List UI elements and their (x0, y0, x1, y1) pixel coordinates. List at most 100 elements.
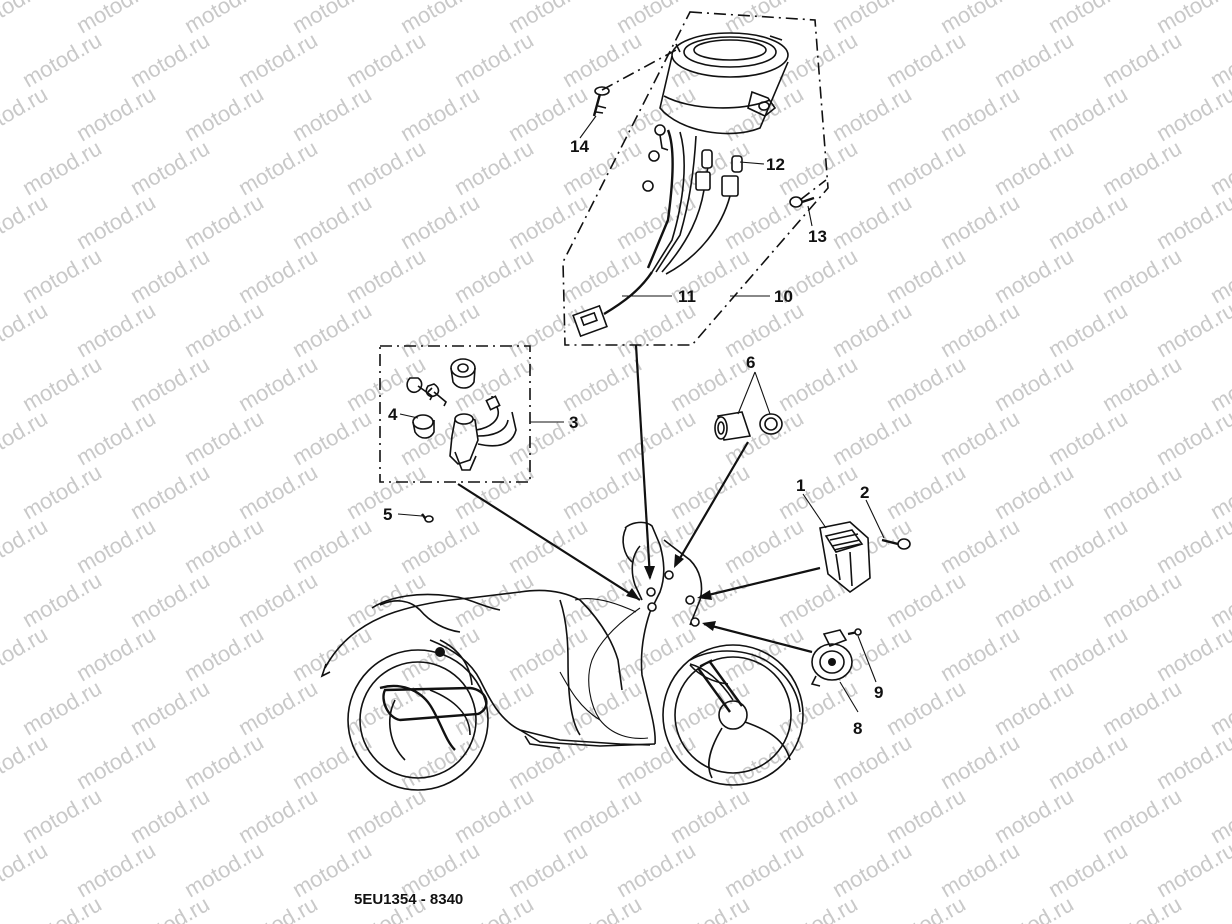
front-wheel (662, 644, 804, 786)
watermark-text: motod.ru (1098, 567, 1186, 632)
watermark-text: motod.ru (126, 351, 214, 416)
watermark-text: motod.ru (612, 837, 700, 902)
watermark-text: motod.ru (882, 135, 970, 200)
rear-wheel (347, 639, 489, 791)
watermark-text: motod.ru (558, 243, 646, 308)
watermark-text: motod.ru (18, 243, 106, 308)
watermark-text: motod.ru (1044, 837, 1132, 902)
watermark-text: motod.ru (1044, 189, 1132, 254)
meter-assembly-group (562, 11, 829, 346)
watermark-text: motod.ru (72, 81, 160, 146)
watermark-text: motod.ru (0, 621, 52, 686)
watermark-text: motod.ru (882, 459, 970, 524)
bulb-socket-6 (714, 411, 783, 441)
watermark-text: motod.ru (234, 27, 322, 92)
watermark-text: motod.ru (882, 567, 970, 632)
watermark-text: motod.ru (18, 351, 106, 416)
watermark-text: motod.ru (774, 891, 862, 924)
watermark-text: motod.ru (612, 189, 700, 254)
watermark-text: motod.ru (234, 783, 322, 848)
watermark-text: motod.ru (18, 459, 106, 524)
watermark-text: motod.ru (1098, 351, 1186, 416)
watermark-text: motod.ru (774, 459, 862, 524)
watermark-text: motod.ru (882, 351, 970, 416)
watermark-text: motod.ru (936, 729, 1024, 794)
watermark-text: motod.ru (1206, 891, 1232, 924)
screw-5 (421, 513, 434, 523)
watermark-text: motod.ru (288, 513, 376, 578)
callout-10: 10 (774, 287, 793, 306)
meter-dashed-outline (562, 11, 829, 346)
watermark-text: motod.ru (72, 621, 160, 686)
watermark-text: motod.ru (342, 567, 430, 632)
watermark-text: motod.ru (936, 837, 1024, 902)
watermark-text: motod.ru (558, 351, 646, 416)
watermark-text: motod.ru (1044, 729, 1132, 794)
watermark-text: motod.ru (396, 189, 484, 254)
watermark-text: motod.ru (666, 459, 754, 524)
watermark-text: motod.ru (774, 351, 862, 416)
watermark-text: motod.ru (990, 567, 1078, 632)
watermark-text: motod.ru (180, 297, 268, 362)
watermark-text: motod.ru (1098, 783, 1186, 848)
watermark-text: motod.ru (828, 189, 916, 254)
ignition-kit-group (379, 345, 531, 483)
watermark-text: motod.ru (288, 189, 376, 254)
regulator-1 (819, 521, 871, 594)
watermark-text: motod.ru (558, 459, 646, 524)
watermark-text: motod.ru (504, 189, 592, 254)
screw-9 (847, 628, 862, 636)
watermark-text: motod.ru (396, 297, 484, 362)
watermark-text: motod.ru (720, 81, 808, 146)
screw-13 (789, 196, 815, 208)
watermark-text: motod.ru (1152, 837, 1232, 902)
watermark-text: motod.ru (18, 891, 106, 924)
watermark-text: motod.ru (936, 405, 1024, 470)
callout-3: 3 (569, 413, 578, 432)
watermark-text: motod.ru (828, 729, 916, 794)
watermark-text: motod.ru (882, 891, 970, 924)
watermark-text: motod.ru (1206, 567, 1232, 632)
horn-8 (810, 629, 853, 687)
watermark-text: motod.ru (504, 405, 592, 470)
callout-8: 8 (853, 719, 862, 738)
watermark-text: motod.ru (234, 891, 322, 924)
watermark-text: motod.ru (72, 405, 160, 470)
watermark-text: motod.ru (1044, 621, 1132, 686)
watermark-text: motod.ru (558, 27, 646, 92)
watermark-text: motod.ru (1152, 405, 1232, 470)
watermark-text: motod.ru (180, 189, 268, 254)
watermark-text: motod.ru (342, 783, 430, 848)
callout-1: 1 (796, 476, 805, 495)
watermark-text: motod.ru (1044, 297, 1132, 362)
callout-2: 2 (860, 483, 869, 502)
watermark-text: motod.ru (990, 27, 1078, 92)
watermark-text: motod.ru (1098, 243, 1186, 308)
ignition-kit-dashed-box (379, 345, 531, 483)
watermark-text: motod.ru (126, 27, 214, 92)
watermark-text: motod.ru (1044, 81, 1132, 146)
watermark-text: motod.ru (1152, 513, 1232, 578)
watermark-text: motod.ru (18, 783, 106, 848)
watermark-text: motod.ru (180, 621, 268, 686)
watermark-text: motod.ru (180, 729, 268, 794)
watermark-text: motod.ru (666, 891, 754, 924)
watermark-text: motod.ru (450, 567, 538, 632)
watermark-text: motod.ru (234, 459, 322, 524)
watermark-text: motod.ru (180, 405, 268, 470)
watermark-text: motod.ru (126, 675, 214, 740)
callout-4: 4 (388, 405, 398, 424)
assembly-arrows (457, 49, 827, 654)
watermark-text: motod.ru (180, 513, 268, 578)
watermark-text: motod.ru (342, 27, 430, 92)
watermark-text: motod.ru (126, 243, 214, 308)
watermark-text: motod.ru (1206, 783, 1232, 848)
watermark-text: motod.ru (450, 135, 538, 200)
watermark-text: motod.ru (990, 135, 1078, 200)
watermark-text: motod.ru (234, 351, 322, 416)
watermark-text: motod.ru (990, 459, 1078, 524)
watermark-text: motod.ru (450, 243, 538, 308)
watermark-text: motod.ru (18, 135, 106, 200)
